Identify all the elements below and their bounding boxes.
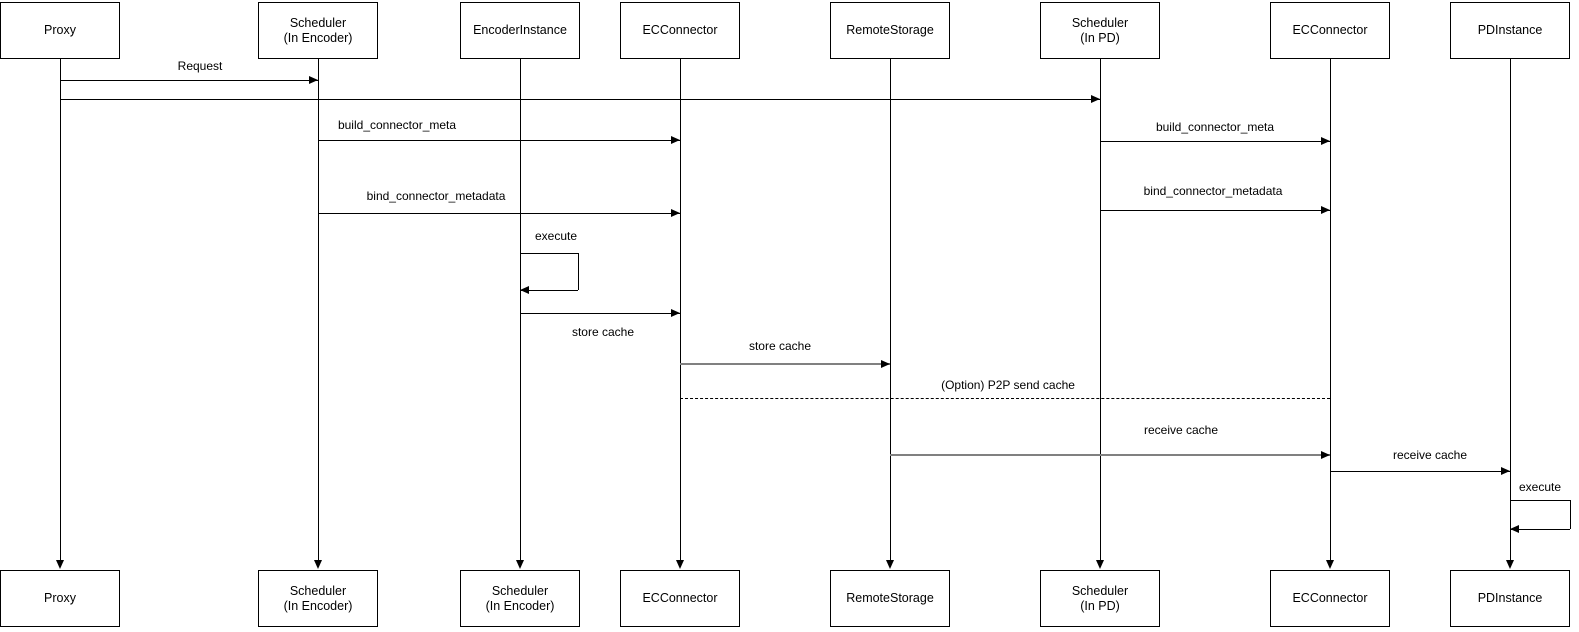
message-build-connector-meta-encoder-label: build_connector_meta (336, 118, 458, 132)
message-store-cache-remote-line (680, 363, 890, 365)
arrowhead-down-icon (314, 560, 322, 569)
arrowhead-down-icon (1096, 560, 1104, 569)
message-execute-pd-loop-bottom (1510, 529, 1570, 530)
arrowhead-right-icon (1501, 467, 1510, 475)
arrowhead-left-icon (520, 286, 529, 294)
lifeline-encoder-instance (520, 59, 521, 560)
participant-top-ec-connector-encoder: ECConnector (620, 2, 740, 59)
message-receive-cache-pd-label: receive cache (1391, 448, 1469, 462)
arrowhead-down-icon (516, 560, 524, 569)
arrowhead-right-icon (671, 209, 680, 217)
participant-top-encoder-instance: EncoderInstance (460, 2, 580, 59)
participant-bottom-proxy: Proxy (0, 570, 120, 627)
message-build-connector-meta-pd-line (1100, 141, 1330, 142)
message-execute-pd-loop-top (1510, 500, 1570, 501)
message-bind-connector-metadata-encoder-label: bind_connector_metadata (365, 189, 507, 203)
arrowhead-right-icon (1321, 451, 1330, 459)
lifeline-scheduler-encoder (318, 59, 319, 560)
participant-bottom-pd-instance: PDInstance (1450, 570, 1570, 627)
lifeline-ec-connector-encoder (680, 59, 681, 560)
message-execute-encoder-loop-top (520, 253, 578, 254)
message-store-cache-encoder-line (520, 313, 680, 314)
message-execute-encoder-loop-right (578, 253, 579, 290)
participant-bottom-scheduler-encoder: Scheduler (In Encoder) (258, 570, 378, 627)
arrowhead-down-icon (676, 560, 684, 569)
message-bind-connector-metadata-pd-label: bind_connector_metadata (1142, 184, 1284, 198)
lifeline-remote-storage (890, 59, 891, 560)
message-request-line (60, 80, 318, 81)
message-execute-pd-loop-right (1570, 500, 1571, 529)
message-build-connector-meta-encoder-line (318, 140, 680, 141)
arrowhead-down-icon (56, 560, 64, 569)
message-p2p-send-cache-label: (Option) P2P send cache (940, 378, 1076, 392)
message-store-cache-remote-label: store cache (747, 339, 813, 353)
message-request-label: Request (176, 59, 224, 73)
lifeline-scheduler-pd (1100, 59, 1101, 560)
participant-bottom-encoder-instance: Scheduler (In Encoder) (460, 570, 580, 627)
message-build-connector-meta-pd-label: build_connector_meta (1154, 120, 1276, 134)
arrowhead-down-icon (1326, 560, 1334, 569)
participant-bottom-scheduler-pd: Scheduler (In PD) (1040, 570, 1160, 627)
message-execute-pd-label: execute (1517, 480, 1563, 494)
lifeline-ec-connector-pd (1330, 59, 1331, 560)
arrowhead-right-icon (671, 136, 680, 144)
message-p2p-send-cache-line (680, 398, 1330, 399)
arrowhead-right-icon (1321, 137, 1330, 145)
message-receive-cache-ec-line (890, 454, 1330, 456)
message-bind-connector-metadata-pd-line (1100, 210, 1330, 211)
arrowhead-right-icon (1091, 95, 1100, 103)
participant-bottom-ec-connector-pd: ECConnector (1270, 570, 1390, 627)
participant-top-pd-instance: PDInstance (1450, 2, 1570, 59)
message-store-cache-encoder-label: store cache (570, 325, 636, 339)
arrowhead-down-icon (886, 560, 894, 569)
participant-top-proxy: Proxy (0, 2, 120, 59)
arrowhead-left-icon (1510, 525, 1519, 533)
message-execute-encoder-loop-bottom (520, 290, 578, 291)
participant-top-scheduler-encoder: Scheduler (In Encoder) (258, 2, 378, 59)
arrowhead-right-icon (671, 309, 680, 317)
arrowhead-right-icon (309, 76, 318, 84)
message-proxy-to-scheduler-pd-line (60, 99, 1100, 100)
lifeline-pd-instance (1510, 59, 1511, 560)
arrowhead-right-icon (881, 360, 890, 368)
arrowhead-right-icon (1321, 206, 1330, 214)
participant-bottom-ec-connector-encoder: ECConnector (620, 570, 740, 627)
participant-top-scheduler-pd: Scheduler (In PD) (1040, 2, 1160, 59)
message-bind-connector-metadata-encoder-line (318, 213, 680, 214)
lifeline-proxy (60, 59, 61, 560)
message-execute-encoder-label: execute (533, 229, 579, 243)
participant-top-ec-connector-pd: ECConnector (1270, 2, 1390, 59)
message-receive-cache-pd-line (1330, 471, 1510, 472)
arrowhead-down-icon (1506, 560, 1514, 569)
message-receive-cache-ec-label: receive cache (1142, 423, 1220, 437)
participant-bottom-remote-storage: RemoteStorage (830, 570, 950, 627)
participant-top-remote-storage: RemoteStorage (830, 2, 950, 59)
